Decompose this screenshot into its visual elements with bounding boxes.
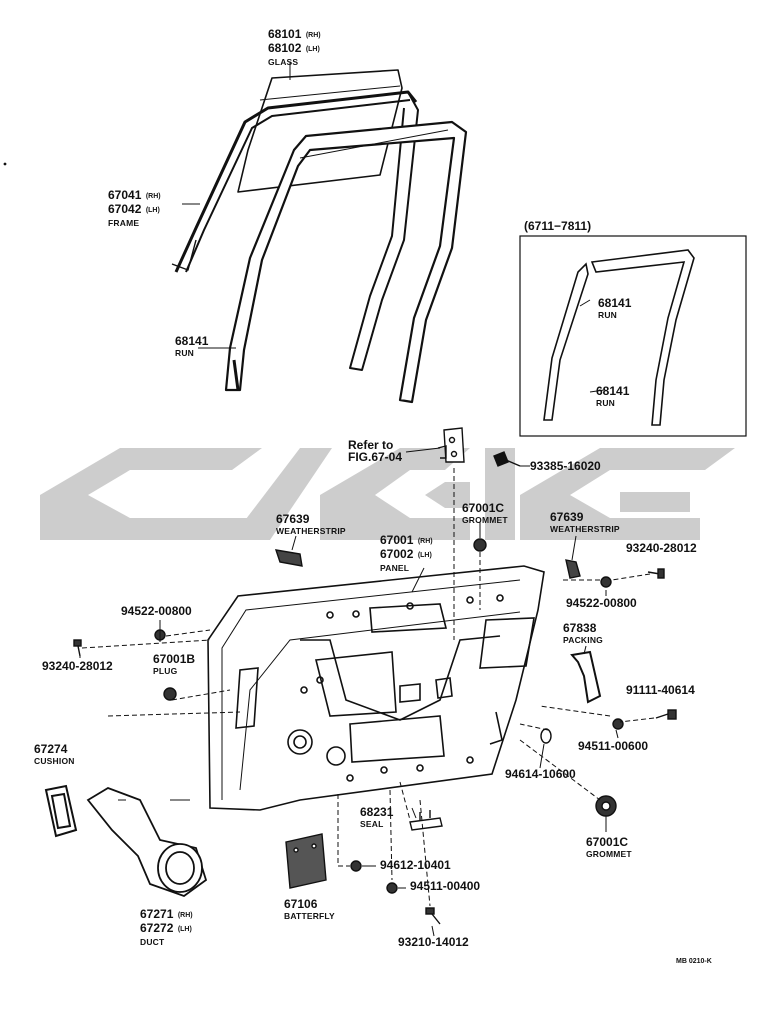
label-nut-94522-left: 94522-00800 [121,604,192,618]
batterfly-part [285,833,327,889]
plug-part [163,687,177,701]
screw-93240-right-part [647,568,665,579]
label-screw-93240-right: 93240-28012 [626,541,697,555]
glass-part [237,69,403,193]
label-nut-94511-bottom: 94511-00400 [410,879,481,893]
inset-box [519,235,747,437]
label-screw-93210: 93210-14012 [398,935,469,949]
label-weatherstrip-left: 67639 WEATHERSTRIP [276,512,346,536]
cushion-part [44,784,78,838]
label-glass: 68101 (RH) 68102 (LH) GLASS [268,27,321,67]
label-grommet-top: 67001C GROMMET [462,501,508,525]
watermark-logo [40,448,735,540]
label-grommet-bottom: 67001C GROMMET [586,835,632,859]
label-run-inset-2: 68141 RUN [596,384,630,408]
frame-part [171,90,419,371]
label-plug: 67001B PLUG [153,652,196,676]
label-nut-94511-right: 94511-00600 [578,739,649,753]
label-screw-93240-left: 93240-28012 [42,659,113,673]
label-nut-94522-right: 94522-00800 [566,596,637,610]
label-packing: 67838 PACKING [563,621,603,645]
label-nut-94614: 94614-10600 [505,767,576,781]
run-main-part [224,120,468,404]
label-nut-94612: 94612-10401 [380,858,451,872]
label-frame: 67041 (RH) 67042 (LH) FRAME [108,188,161,228]
grommet-top-part [473,538,487,552]
label-run-inset-1: 68141 RUN [598,296,632,320]
label-bolt-91111: 91111-40614 [626,683,695,697]
label-panel: 67001 (RH) 67002 (LH) PANEL [380,533,433,573]
dashed-guides [81,468,655,907]
label-batterfly: 67106 BATTERFLY [284,897,335,921]
label-drawing-code: MB 0210-K [676,958,712,965]
label-duct: 67271 (RH) 67272 (LH) DUCT [140,907,193,947]
seal-part [409,810,443,831]
nut-94614-part [540,728,552,744]
weatherstrip-right-part [565,559,581,579]
duct-part [86,787,208,898]
bolt-91111-part [655,709,677,720]
nut-94612-part [350,860,362,872]
speck [3,162,7,166]
grommet-bottom-part [595,795,617,817]
label-run-main: 68141 RUN [175,334,209,358]
weatherstrip-left-part [274,549,303,567]
label-inset-range: (6711−7811) [524,219,592,233]
screw-93210-part [425,907,441,925]
label-bolt-93385: 93385-16020 [530,459,601,473]
bolt-93385 [493,451,521,467]
leader-lines [79,62,619,937]
nut-94511-bottom-part [386,882,398,894]
packing-part [570,650,602,704]
hinge-bracket [437,427,465,463]
nut-94522-right-part [600,576,612,588]
label-cushion: 67274 CUSHION [34,742,75,766]
label-refer: Refer to FIG.67-04 [348,438,403,464]
door-panel-part [207,565,545,811]
label-weatherstrip-right: 67639 WEATHERSTRIP [550,510,620,534]
screw-93240-left-part [73,639,82,657]
nut-94511-right-part [612,718,624,730]
label-seal: 68231 SEAL [360,805,394,829]
